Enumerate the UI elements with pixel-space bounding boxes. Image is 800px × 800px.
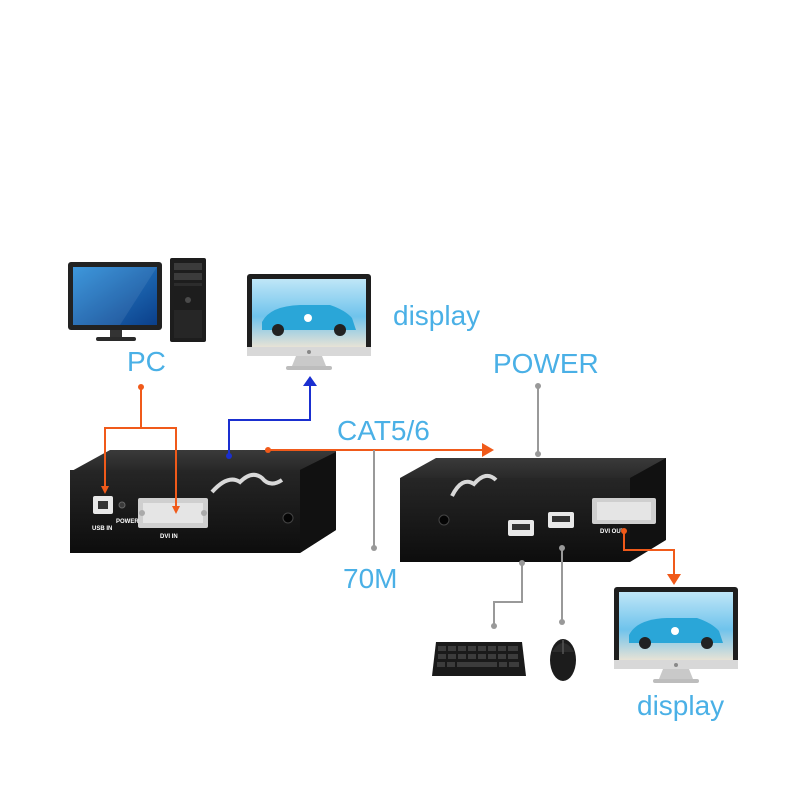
display-bottom-label: display: [637, 690, 725, 721]
tx-usb-label: USB IN: [92, 526, 112, 532]
tx-dvi-label: DVI IN: [160, 534, 178, 540]
cable-label: CAT5/6: [337, 415, 430, 446]
distance-connector: [371, 450, 377, 551]
receiver-box-icon: DVI OUT: [400, 458, 666, 562]
keyboard-connector: [491, 560, 525, 629]
pc-monitor-icon: [68, 262, 162, 341]
mouse-connector: [559, 545, 565, 625]
display-monitor-icon: [614, 587, 738, 683]
display-top-label: display: [393, 300, 481, 331]
transmitter-to-display-connector: [226, 376, 317, 459]
power-connector: [535, 383, 541, 457]
rx-dvi-label: DVI OUT: [600, 529, 625, 535]
distance-label: 70M: [343, 563, 398, 594]
keyboard-icon: [432, 642, 526, 676]
pc-to-transmitter-connector: [101, 384, 180, 514]
receiver-to-display-connector: [621, 528, 681, 585]
mouse-icon: [550, 639, 576, 681]
pc-tower-icon: [170, 258, 206, 342]
display-monitor-icon: [247, 274, 371, 370]
power-label: POWER: [493, 348, 599, 379]
cat-cable-connector: [265, 443, 494, 457]
transmitter-box-icon: USB IN POWER DVI IN: [70, 450, 336, 553]
pc-label: PC: [127, 346, 166, 377]
tx-power-label: POWER: [116, 519, 139, 525]
